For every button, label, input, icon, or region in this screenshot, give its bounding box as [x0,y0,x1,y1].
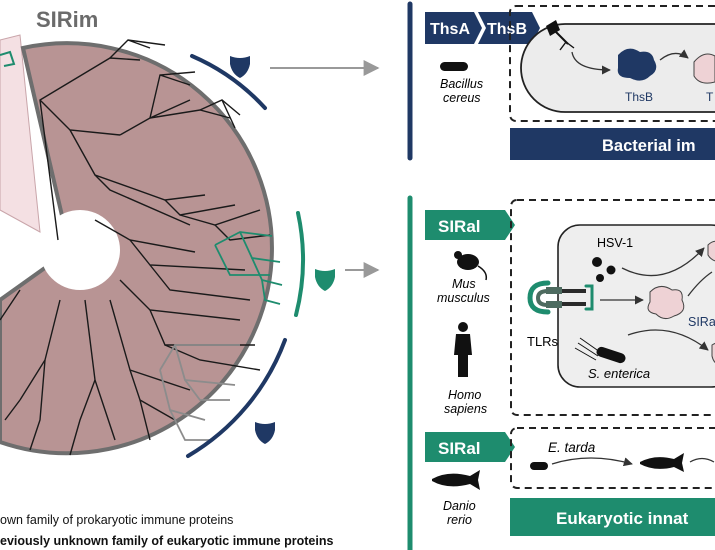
eukaryotic-dashed-box-top [510,199,715,416]
fish-genus: Danio [443,499,476,513]
human-silhouette-icon [454,322,472,377]
fish-outcome-arrow [689,457,715,463]
siral-tag-bottom [425,432,515,462]
protein-lower-arrow [627,329,709,351]
bacillus-silhouette [440,62,468,71]
bacterial-banner-text: Bacterial im [602,137,696,155]
bacterium-label: S. enterica [588,366,650,381]
bacterial-banner [510,128,715,160]
pink-subtree-band [0,34,41,233]
teal-clade-arc [294,211,305,317]
tlr-receptor-icon [527,280,594,315]
shield-icon [315,269,335,291]
eukaryotic-dashed-box-bottom [510,427,715,489]
tlr-label: TLRs [527,334,559,349]
eukaryotic-panel: SIRal Mus musculus Homo sapiens [407,195,715,550]
bacterial-dashed-box [509,5,715,122]
thsa-protein-cut [693,53,715,84]
virus-icon [592,257,616,282]
effector-protein-cut-top [707,240,715,262]
grey-branches [159,344,240,441]
shield-icon [255,422,275,444]
pathogen-icon [530,462,548,470]
mouse-silhouette-icon [454,251,488,281]
bacillus-genus: Bacillus [440,77,483,91]
thsa-protein-label-cut: T [706,90,714,104]
tree-center-hub [40,210,120,290]
pathogen-label: E. tarda [548,440,596,455]
shield-icon [230,56,250,78]
thsb-activation-arrow [659,49,689,61]
navy-clade-arc-lower [186,338,287,458]
human-species: sapiens [444,402,487,416]
phage-icon [546,20,575,51]
eukaryotic-banner [510,498,715,536]
siral-tag-top [425,210,515,240]
pathogen-to-fish-arrow [551,457,633,467]
navy-clade-arc [190,54,267,110]
thsb-protein [617,48,657,81]
thsb-label: ThsB [487,21,527,38]
eukaryotic-banner-text: Eukaryotic innat [556,509,689,528]
thsb-tag [478,12,540,44]
legend-eukaryotic: eviously unknown family of eukaryotic im… [0,534,333,548]
virus-label: HSV-1 [597,236,633,250]
siral-tag-bottom-label: SIRal [438,439,481,458]
phage-injection-arrow [571,51,611,75]
infected-fish-icon [640,453,684,472]
teal-branches [214,231,283,305]
human-genus: Homo [448,388,481,402]
tree-title: SIRim [36,7,98,32]
bacterium-icon [574,337,626,364]
fish-species: rerio [447,513,472,527]
bacterial-panel: ThsA ThsB Bacillus cereus ThsB T Bacteri… [407,1,715,161]
teal-top-fragment [0,50,16,67]
effector-protein-cut-bottom [711,342,715,364]
thsb-protein-label: ThsB [625,90,653,104]
virus-signal-arrow [621,247,705,277]
legend-prokaryotic: own family of prokaryotic immune protein… [0,513,233,527]
tree-branches [0,39,271,456]
mouse-species: musculus [437,291,490,305]
siral-protein [647,286,685,320]
phylogenetic-tree: SIRim [0,7,305,458]
protein-upper-arrow [687,271,713,297]
mouse-genus: Mus [452,277,476,291]
zebrafish-icon [432,470,480,490]
bacillus-species: cereus [443,91,481,105]
thsa-tag [425,12,482,44]
siral-protein-label-cut: SIRa [688,315,715,329]
thsa-label: ThsA [430,21,470,38]
siral-tag-top-label: SIRal [438,217,481,236]
